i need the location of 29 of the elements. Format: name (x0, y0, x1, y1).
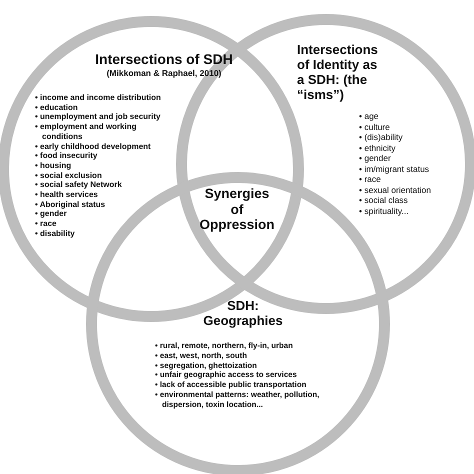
list-item: • Aboriginal status (35, 200, 106, 210)
citation: (Mikkoman & Raphael, 2010) (106, 69, 222, 79)
list-item: • social safety Network (35, 180, 123, 190)
list-item: • im/migrant status (359, 164, 430, 174)
list-item: • disability (35, 228, 76, 239)
list-item: • unemployment and job security (35, 112, 162, 122)
list-item: • spirituality... (359, 206, 410, 216)
list-item: • housing (35, 160, 72, 171)
list-item: • education (35, 102, 79, 112)
list-item: • sexual orientation (359, 184, 432, 195)
circle-heading: SDH: Geographies (203, 299, 283, 329)
list-item: • food insecurity (35, 151, 98, 161)
list-item: • age (359, 111, 380, 122)
list-item: • race (35, 219, 58, 229)
list-item: • race (359, 174, 382, 184)
list-item: • gender (359, 153, 392, 164)
list-item: • (dis)ability (359, 132, 404, 142)
list-item: • social exclusion (35, 170, 103, 180)
overlap-label: Synergies of Oppression (198, 186, 276, 233)
list-item: • gender (35, 209, 68, 220)
list-item: • culture (359, 122, 391, 132)
circle-heading: Intersections of Identity as a SDH: (the “isms”) (297, 43, 379, 103)
list-item: • early childhood development (35, 142, 152, 152)
circle-heading: Intersections of SDH (94, 51, 234, 68)
list-item: • health services (35, 190, 99, 200)
list-item: • income and income distribution (35, 93, 162, 103)
list-item: • ethnicity (359, 142, 397, 153)
list-item: • employment and working conditions (35, 122, 138, 142)
list-item: • social class (359, 195, 409, 206)
